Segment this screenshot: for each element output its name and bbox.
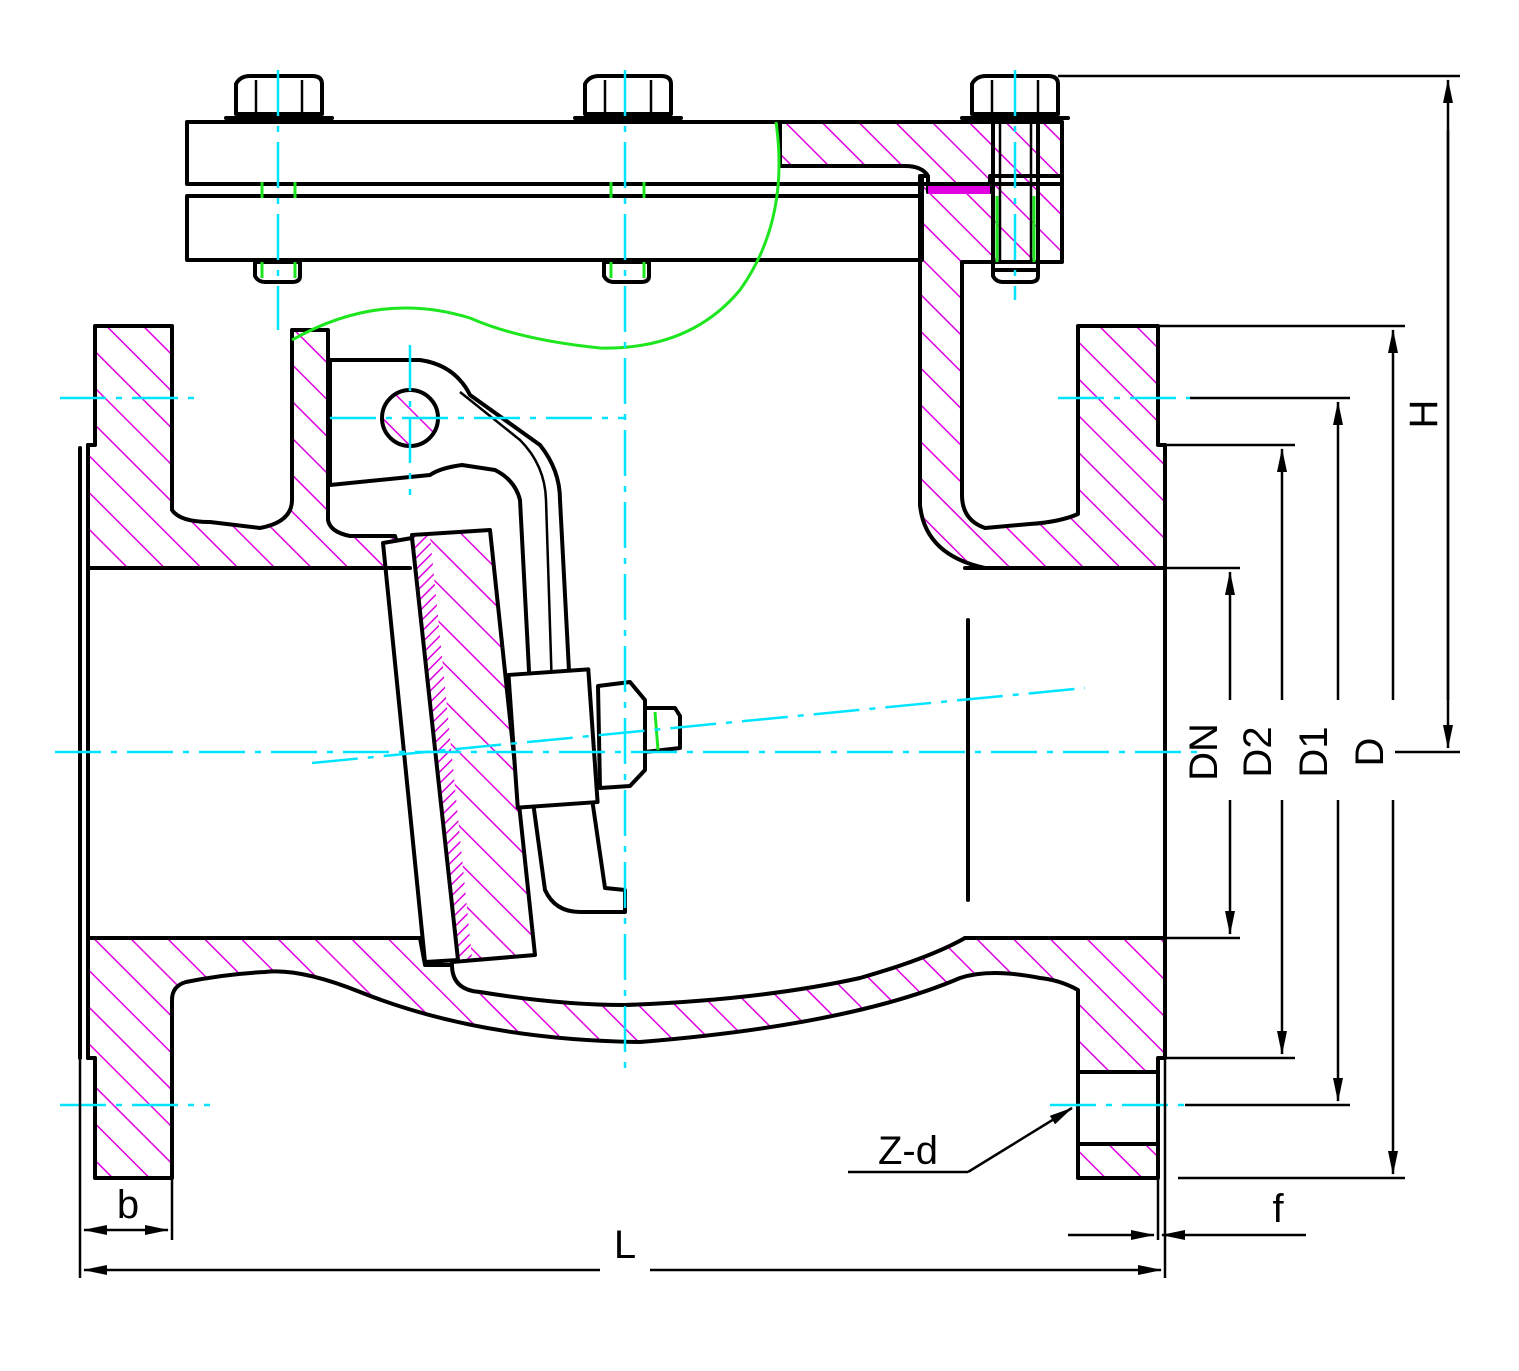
dim-label-L: L bbox=[614, 1223, 636, 1267]
dim-label-Z-d: Z-d bbox=[878, 1129, 938, 1173]
seat-ring bbox=[381, 536, 460, 964]
dimension-lines bbox=[83, 79, 1453, 1275]
disc-facing bbox=[414, 536, 472, 960]
disc-stud bbox=[643, 706, 682, 754]
left-upper-flange bbox=[86, 324, 407, 570]
cover-plate-bottom bbox=[185, 194, 924, 262]
cover-bolt-heads bbox=[224, 74, 1070, 120]
disc-arm-tail bbox=[528, 778, 627, 914]
section-break-line bbox=[291, 121, 781, 350]
dim-label-DN: DN bbox=[1182, 723, 1226, 781]
bolt-hole-lower-right bbox=[1076, 1070, 1160, 1146]
dim-label-D1: D1 bbox=[1292, 726, 1336, 777]
thread-marks bbox=[260, 182, 1036, 278]
centerlines bbox=[55, 70, 1200, 1107]
dim-label-D2: D2 bbox=[1236, 726, 1280, 777]
dim-label-f: f bbox=[1272, 1187, 1284, 1231]
extension-lines bbox=[78, 74, 1460, 1278]
dim-label-H: H bbox=[1402, 400, 1446, 429]
dim-label-b: b bbox=[117, 1183, 139, 1227]
disc-nut bbox=[596, 680, 647, 790]
dim-label-D: D bbox=[1348, 738, 1392, 767]
right-upper-flange bbox=[918, 174, 1167, 570]
lower-body-wall bbox=[86, 936, 1167, 1180]
